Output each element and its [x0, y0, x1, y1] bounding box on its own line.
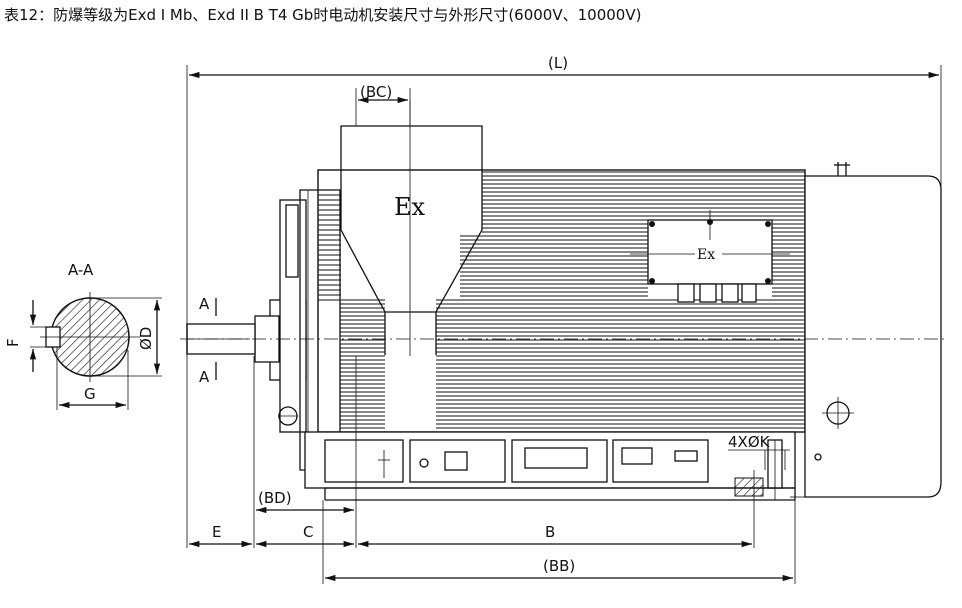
label-G: G	[84, 385, 96, 403]
label-F: F	[4, 338, 22, 347]
drive-end-bracket	[254, 189, 341, 471]
auxiliary-terminal-box: Ex	[630, 210, 790, 303]
fan-cover	[790, 162, 942, 498]
label-E: E	[212, 523, 221, 541]
ex-label-aux: Ex	[697, 247, 715, 263]
label-section-A-A: A-A	[68, 261, 94, 279]
shaft	[180, 323, 945, 355]
label-K: 4XØK	[728, 433, 771, 451]
section-A-A: A-A F ØD G	[4, 261, 162, 410]
label-D: ØD	[137, 327, 155, 350]
label-B: B	[545, 523, 555, 541]
label-A-top: A	[199, 295, 210, 313]
dimension-BB: (BB)	[322, 500, 796, 584]
dimension-L: (L)	[186, 54, 942, 548]
label-BB: (BB)	[543, 557, 575, 575]
label-C: C	[303, 523, 313, 541]
label-BD: (BD)	[258, 489, 292, 507]
dimension-BD: (BD)	[253, 356, 357, 548]
terminal-box: Ex	[340, 100, 483, 356]
dimension-K: 4XØK	[728, 433, 790, 470]
label-BC: (BC)	[360, 83, 392, 101]
motor-fins	[317, 169, 806, 433]
label-L: (L)	[548, 54, 568, 72]
ex-label-main: Ex	[394, 193, 426, 221]
dimension-E-C-B: E C B	[189, 470, 755, 548]
label-A-bottom: A	[199, 368, 210, 386]
page-title: 表12：防爆等级为Exd I Mb、Exd II B T4 Gb时电动机安装尺寸…	[4, 6, 642, 24]
section-marks: A A	[199, 295, 217, 386]
base-frame	[304, 431, 822, 501]
dimension-BC: (BC)	[355, 83, 411, 126]
